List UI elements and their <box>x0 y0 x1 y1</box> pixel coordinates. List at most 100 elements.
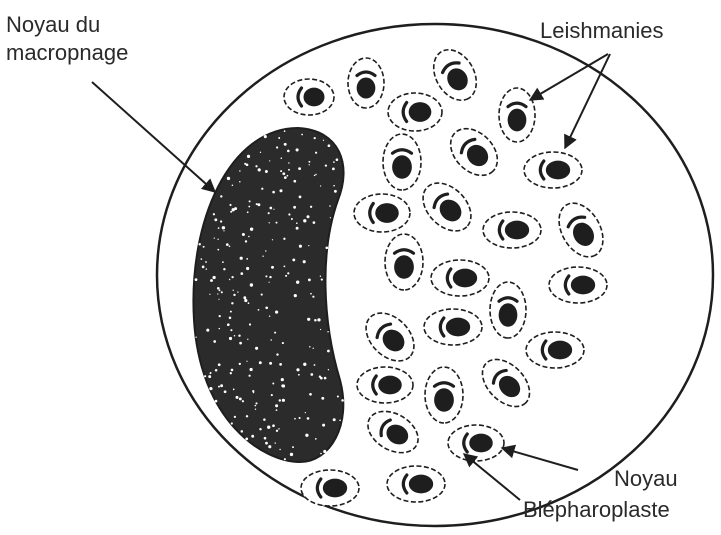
leishmania-amastigote <box>284 79 334 115</box>
leishmania-amastigote <box>424 309 482 345</box>
nucleus-speckle <box>210 279 213 282</box>
nucleus-speckle <box>269 315 270 316</box>
nucleus-speckle <box>222 226 225 229</box>
nucleus-speckle <box>214 237 215 238</box>
nucleus-speckle <box>230 211 232 213</box>
nucleus-speckle <box>268 212 270 214</box>
nucleus-speckle <box>215 369 218 372</box>
nucleus-speckle <box>214 218 217 221</box>
nucleus-speckle <box>276 409 278 411</box>
nucleus-speckle <box>310 206 312 208</box>
nucleus-speckle <box>240 257 243 260</box>
nucleus-speckle <box>258 309 260 311</box>
nucleus-speckle <box>232 208 235 211</box>
nucleus-speckle <box>273 209 274 210</box>
nucleus-speckle <box>202 266 205 269</box>
amastigote-nucleus <box>453 269 477 288</box>
nucleus-speckle <box>294 418 296 420</box>
nucleus-speckle <box>314 319 317 322</box>
nucleus-speckle <box>292 258 295 261</box>
nucleus-speckle <box>255 165 257 167</box>
nucleus-speckle <box>320 453 322 455</box>
nucleus-speckle <box>233 294 235 296</box>
nucleus-speckle <box>333 185 335 187</box>
leishmania-amastigote <box>383 134 421 190</box>
nucleus-speckle <box>333 418 336 421</box>
amastigote-nucleus <box>409 102 432 122</box>
nucleus-speckle <box>256 203 258 205</box>
nucleus-speckle <box>287 272 289 274</box>
nucleus-speckle <box>219 328 220 329</box>
nucleus-speckle <box>229 317 232 320</box>
nucleus-speckle <box>218 227 220 229</box>
nucleus-speckle <box>248 156 250 158</box>
nucleus-speckle <box>204 375 206 377</box>
nucleus-speckle <box>238 335 240 337</box>
amastigote-nucleus <box>571 276 595 295</box>
nucleus-speckle <box>205 261 207 263</box>
leishmania-amastigote <box>499 88 535 142</box>
nucleus-speckle <box>307 318 310 321</box>
nucleus-speckle <box>264 437 267 440</box>
nucleus-speckle <box>233 389 235 391</box>
nucleus-speckle <box>222 261 224 263</box>
nucleus-speckle <box>206 329 209 332</box>
nucleus-speckle <box>281 378 284 381</box>
leishmania-amastigote <box>388 93 442 131</box>
nucleus-speckle <box>269 282 270 283</box>
nucleus-speckle <box>224 390 227 393</box>
leishmania-amastigote <box>348 58 384 108</box>
nucleus-speckle <box>279 189 282 192</box>
nucleus-speckle <box>328 144 331 147</box>
nucleus-speckle <box>303 219 306 222</box>
nucleus-speckle <box>315 152 317 154</box>
nucleus-speckle <box>251 435 254 438</box>
nucleus-speckle <box>339 420 341 422</box>
nucleus-speckle <box>309 346 311 348</box>
nucleus-speckle <box>255 402 257 404</box>
nucleus-speckle <box>281 157 283 159</box>
nucleus-speckle <box>272 424 275 427</box>
nucleus-speckle <box>288 162 289 163</box>
leishmania-amastigote <box>385 234 423 290</box>
nucleus-speckle <box>281 384 284 387</box>
nucleus-speckle <box>250 228 253 231</box>
leishmania-amastigote <box>490 282 526 338</box>
nucleus-speckle <box>328 369 329 370</box>
nucleus-speckle <box>303 363 306 366</box>
nucleus-speckle <box>291 218 293 220</box>
nucleus-speckle <box>322 424 325 427</box>
nucleus-speckle <box>309 164 310 165</box>
amastigote-nucleus <box>394 255 414 279</box>
nucleus-speckle <box>314 364 316 366</box>
nucleus-speckle <box>236 396 239 399</box>
nucleus-speckle <box>201 258 203 260</box>
nucleus-speckle <box>271 266 274 269</box>
nucleus-speckle <box>239 397 242 400</box>
nucleus-speckle <box>209 294 210 295</box>
nucleus-speckle <box>261 294 263 296</box>
nucleus-speckle <box>314 137 316 139</box>
nucleus-speckle <box>246 267 249 270</box>
nucleus-speckle <box>333 161 335 163</box>
nucleus-speckle <box>296 281 299 284</box>
nucleus-speckle <box>247 339 248 340</box>
nucleus-speckle <box>283 265 285 267</box>
leishmania-amastigote <box>387 466 445 502</box>
nucleus-speckle <box>308 245 309 246</box>
nucleus-speckle <box>248 236 250 238</box>
nucleus-speckle <box>218 299 219 300</box>
nucleus-speckle <box>206 268 207 269</box>
nucleus-speckle <box>250 368 253 371</box>
nucleus-speckle <box>298 374 300 376</box>
nucleus-speckle <box>275 311 278 314</box>
nucleus-speckle <box>237 291 238 292</box>
nucleus-speckle <box>219 315 221 317</box>
nucleus-speckle <box>241 430 244 433</box>
nucleus-speckle <box>296 368 299 371</box>
nucleus-speckle <box>287 150 290 153</box>
nucleus-speckle <box>272 239 273 240</box>
amastigote-nucleus <box>446 318 470 337</box>
nucleus-speckle <box>268 445 271 448</box>
